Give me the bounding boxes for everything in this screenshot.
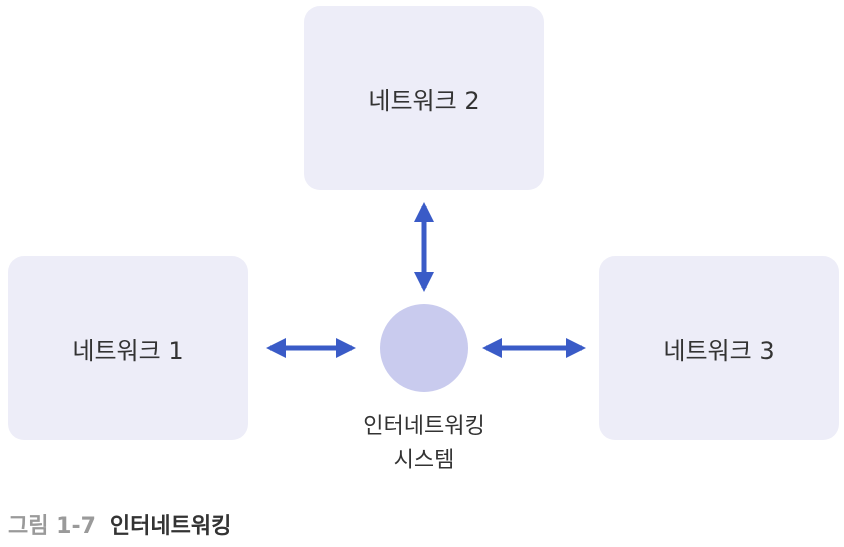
network-1-box: 네트워크 1 (8, 256, 248, 440)
hub-label-line-2: 시스템 (393, 448, 455, 473)
network-2-label: 네트워크 2 (368, 86, 480, 115)
figure-number: 그림 1-7 (8, 514, 96, 539)
figure-caption: 그림 1-7 인터네트워킹 (8, 508, 231, 540)
hub-label-line-1: 인터네트워킹 (363, 414, 485, 439)
network-1-label: 네트워크 1 (72, 336, 184, 365)
internetworking-system-label: 인터네트워킹 시스템 (314, 410, 534, 478)
figure-title: 인터네트워킹 (109, 514, 232, 539)
network-2-box: 네트워크 2 (304, 6, 544, 190)
network-3-box: 네트워크 3 (599, 256, 839, 440)
network-3-label: 네트워크 3 (663, 336, 775, 365)
internetworking-system-node (380, 304, 468, 392)
